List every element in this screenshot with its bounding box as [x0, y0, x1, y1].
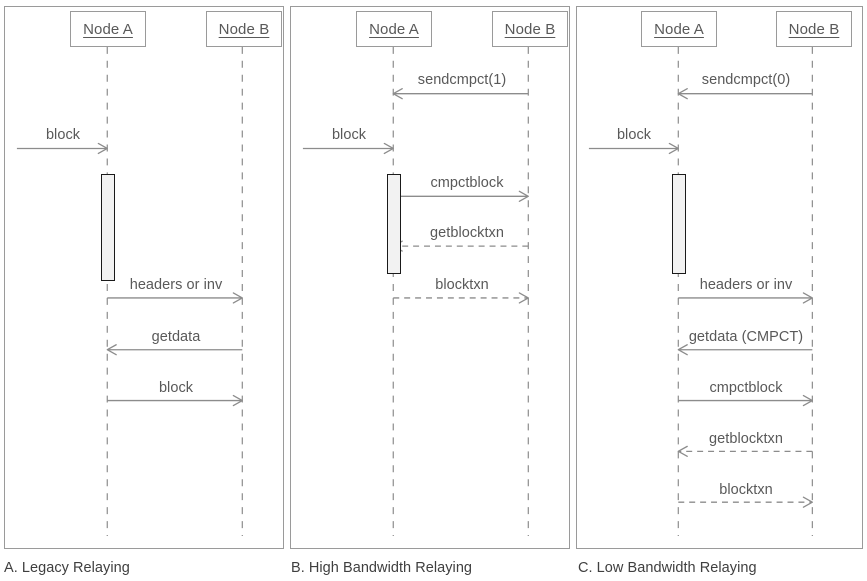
participant-box-node-b: Node B — [492, 11, 568, 47]
panel-legacy-relaying: Node A Node B block headers or inv getda… — [4, 6, 284, 549]
message-label: sendcmpct(1) — [417, 72, 507, 88]
message-label: getdata — [151, 329, 201, 345]
activation-bar-node-a — [387, 174, 401, 274]
participant-label-node-b: Node B — [788, 20, 840, 38]
panel-a-lines — [16, 46, 243, 537]
participant-label-node-b: Node B — [504, 20, 556, 38]
participant-box-node-b: Node B — [206, 11, 282, 47]
message-arrow — [302, 142, 394, 155]
activation-bar-node-a — [672, 174, 686, 274]
message-arrow — [106, 344, 243, 356]
message-arrow — [588, 142, 679, 155]
participant-label-node-a: Node A — [654, 20, 704, 38]
message-label: headers or inv — [129, 277, 223, 293]
message-arrow — [677, 88, 813, 100]
message-arrow — [392, 240, 529, 252]
participant-label-node-a: Node A — [369, 20, 419, 38]
message-arrow — [678, 394, 813, 407]
message-arrow — [677, 445, 813, 457]
message-label: blocktxn — [435, 277, 489, 293]
participant-label-node-a: Node A — [83, 20, 133, 38]
panel-c-lines — [588, 46, 813, 537]
panel-b-lines — [302, 46, 529, 537]
participant-box-node-a: Node A — [641, 11, 717, 47]
message-arrow — [107, 292, 243, 304]
panel-low-bandwidth-relaying: Node A Node B sendcmpct(0) block headers… — [576, 6, 863, 549]
message-arrow — [678, 292, 813, 304]
message-label: block — [158, 380, 194, 396]
message-arrow — [392, 88, 529, 100]
message-label: cmpctblock — [709, 380, 783, 396]
message-arrow — [393, 292, 529, 304]
caption-panel-a: A. Legacy Relaying — [4, 560, 130, 576]
message-arrow — [393, 190, 529, 202]
message-arrow — [16, 142, 108, 155]
message-label: block — [616, 127, 652, 143]
caption-panel-c: C. Low Bandwidth Relaying — [578, 560, 757, 576]
message-arrow — [678, 496, 813, 508]
message-label: getblocktxn — [709, 431, 783, 447]
message-label: getdata (CMPCT) — [688, 329, 804, 345]
panel-high-bandwidth-relaying: Node A Node B sendcmpct(1) block cmpctbl… — [290, 6, 570, 549]
caption-panel-b: B. High Bandwidth Relaying — [291, 560, 473, 576]
message-arrow — [677, 344, 813, 356]
message-label: block — [331, 127, 367, 143]
participant-box-node-a: Node A — [70, 11, 146, 47]
message-label: blocktxn — [719, 482, 773, 498]
message-label: block — [45, 127, 81, 143]
participant-box-node-a: Node A — [356, 11, 432, 47]
message-arrow — [107, 394, 243, 407]
activation-bar-node-a — [101, 174, 115, 281]
message-label: cmpctblock — [430, 175, 504, 191]
participant-box-node-b: Node B — [776, 11, 852, 47]
message-label: getblocktxn — [430, 225, 504, 241]
message-label: sendcmpct(0) — [701, 72, 791, 88]
participant-label-node-b: Node B — [218, 20, 270, 38]
message-label: headers or inv — [699, 277, 793, 293]
